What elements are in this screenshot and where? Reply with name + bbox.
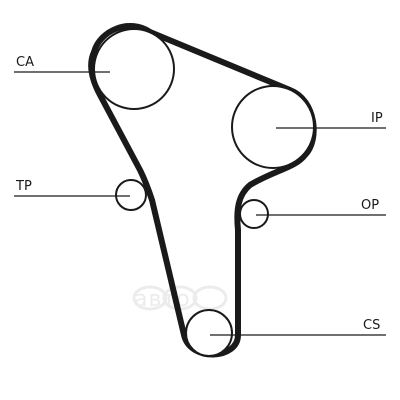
ca-pulley	[93, 28, 175, 110]
ca-label: CA	[16, 55, 34, 70]
tp-pulley	[115, 179, 147, 211]
ip-label: IP	[371, 111, 383, 126]
op-pulley	[239, 199, 269, 229]
op-label: OP	[361, 198, 379, 213]
tp-label: TP	[15, 179, 32, 194]
watermark-logo: авто	[132, 285, 228, 312]
cs-pulley	[185, 309, 233, 357]
cs-label: CS	[363, 318, 380, 333]
watermark-text: авто	[134, 287, 191, 312]
ip-pulley	[231, 85, 315, 169]
